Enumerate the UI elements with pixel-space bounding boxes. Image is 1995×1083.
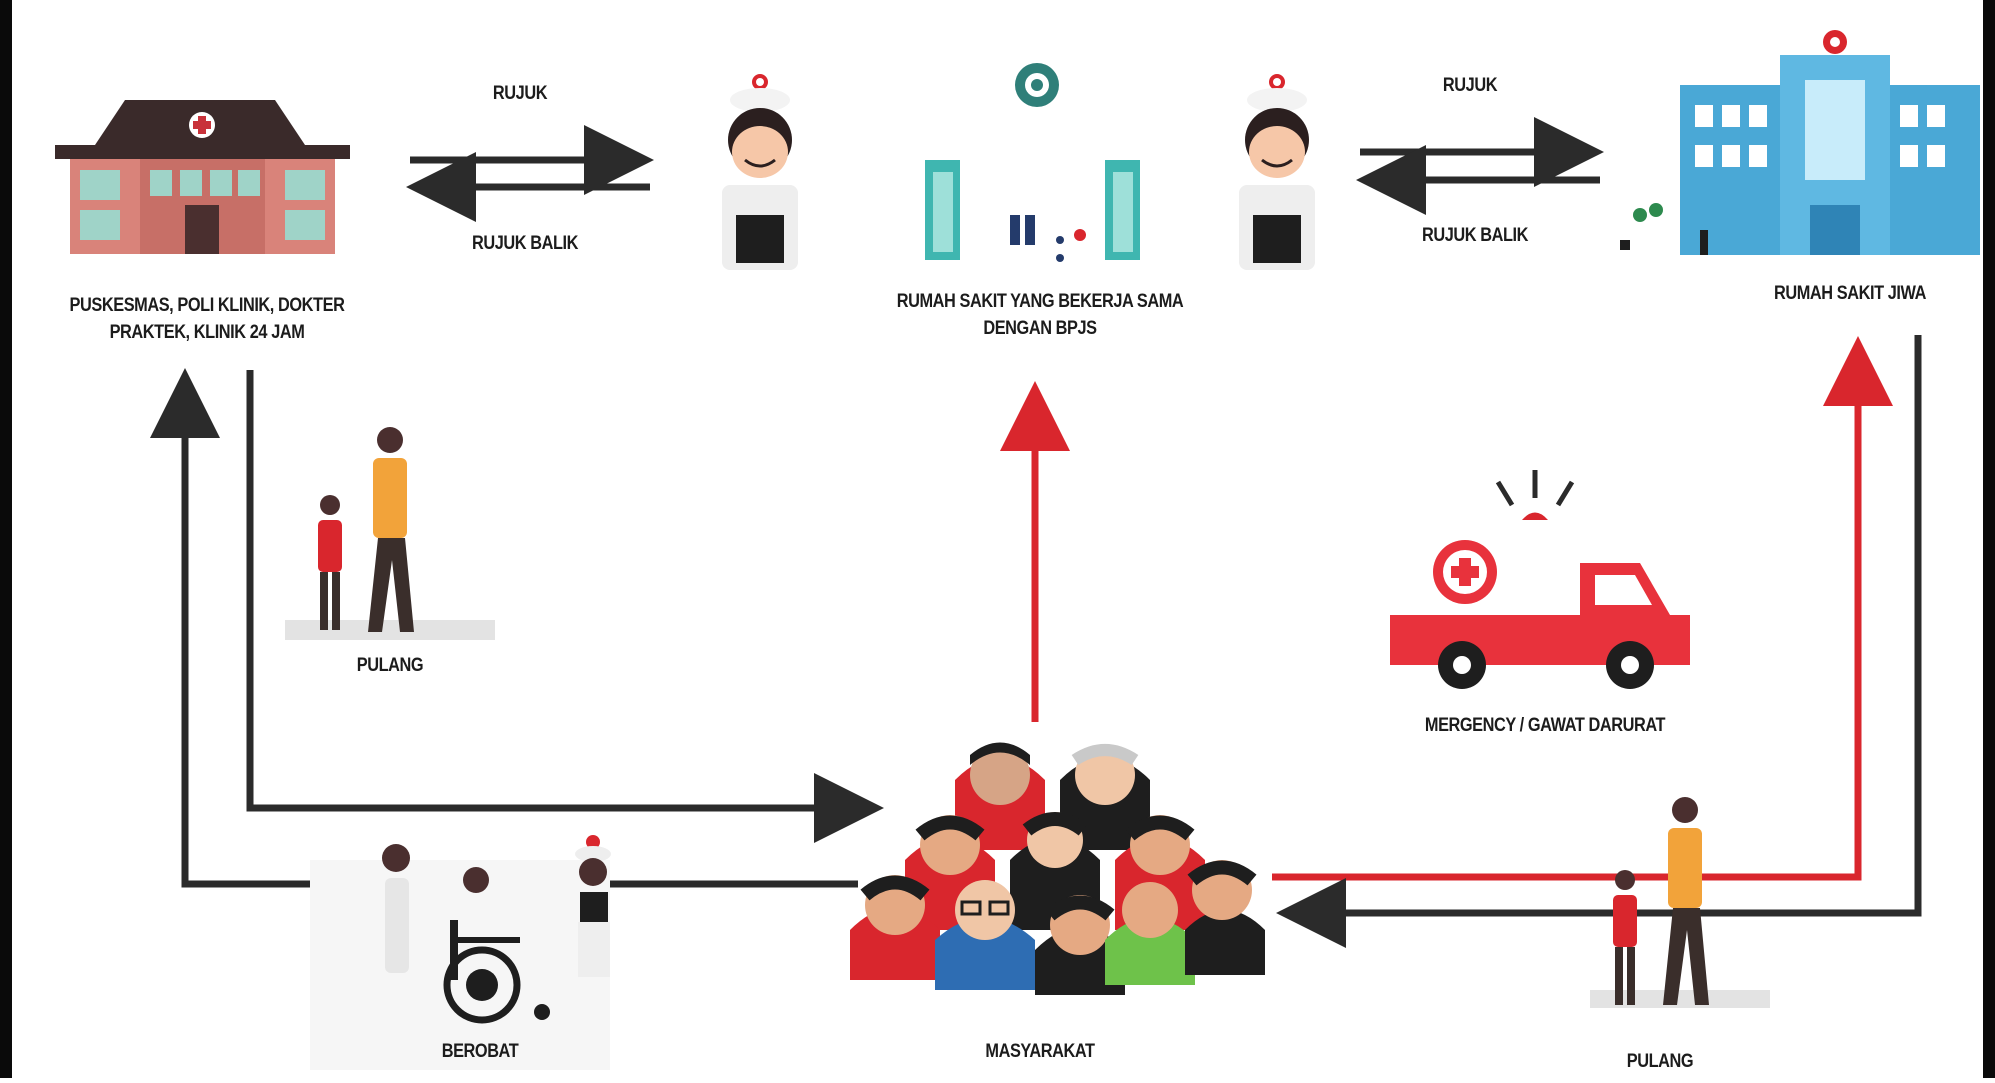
right-border — [1983, 0, 1995, 1078]
patient-wheelchair-icon — [310, 835, 611, 1070]
bpjs-hospital-label: RUMAH SAKIT YANG BEKERJA SAMA DENGAN BPJ… — [896, 291, 1184, 339]
left-flow-arrows — [150, 368, 884, 888]
nurse-icon — [722, 74, 798, 270]
pulang-label: PULANG — [356, 655, 424, 676]
rujuk-label: RUJUK — [1442, 75, 1498, 96]
rujuk-arrows-right — [1356, 117, 1604, 215]
rujuk-balik-label: RUJUK BALIK — [471, 233, 579, 254]
ambulance-icon — [1390, 470, 1690, 689]
pulang-label: PULANG — [1626, 1051, 1694, 1072]
family-walking-icon — [1590, 797, 1770, 1008]
puskesmas-building-icon — [55, 100, 350, 254]
rujuk-arrows-left — [406, 125, 654, 222]
berobat-label: BEROBAT — [441, 1041, 519, 1062]
right-flow-arrows — [1272, 335, 1922, 948]
family-walking-icon — [285, 427, 495, 640]
masyarakat-label: MASYARAKAT — [985, 1041, 1095, 1062]
rujuk-balik-label: RUJUK BALIK — [1421, 225, 1529, 246]
bpjs-hospital-icon — [925, 63, 1140, 262]
puskesmas-label: PUSKESMAS, POLI KLINIK, DOKTER PRAKTEK, … — [69, 295, 345, 343]
crowd-icon — [850, 742, 1265, 995]
mental-hospital-label: RUMAH SAKIT JIWA — [1773, 283, 1926, 304]
nurse-icon — [1239, 74, 1315, 270]
rujuk-label: RUJUK — [492, 83, 548, 104]
mental-hospital-icon — [1620, 30, 1980, 255]
left-border — [0, 0, 12, 1078]
emergency-label: MERGENCY / GAWAT DARURAT — [1424, 715, 1666, 736]
